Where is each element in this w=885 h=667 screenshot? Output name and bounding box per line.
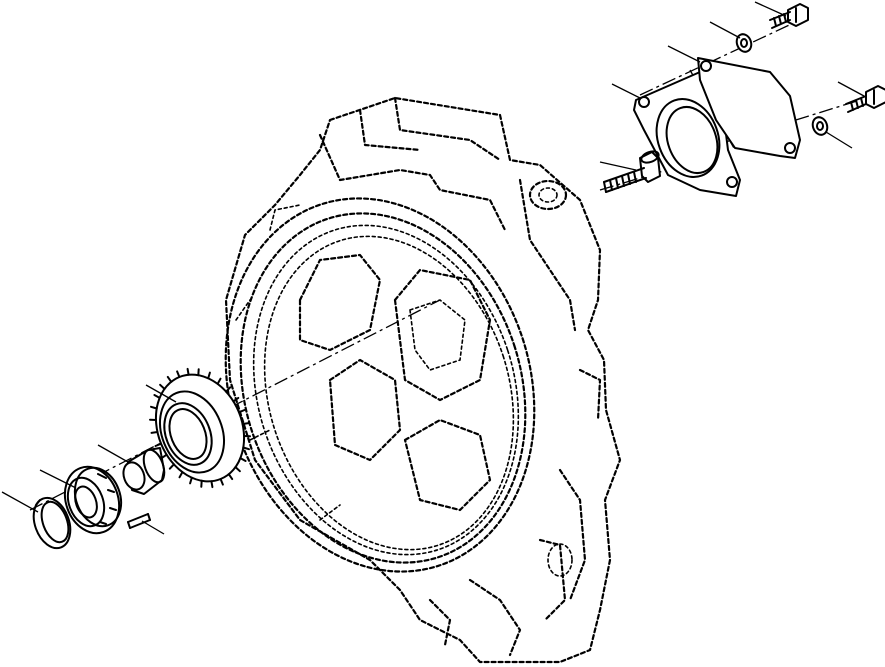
bolt-icon [599,150,661,193]
gear-tooth [150,431,159,434]
gear-tooth [237,409,246,414]
housing [224,96,622,664]
bolt-upper-leader [754,1,787,17]
stud-bolt-leader [599,161,637,171]
gear-tooth [242,446,250,451]
bolt-icon [837,81,885,113]
gasket-leader [611,83,641,99]
gear-tooth [166,375,173,383]
gear-tooth [239,457,247,462]
gear-tooth [225,386,232,393]
washer-icon [811,116,853,149]
gear-tooth [234,466,241,473]
snap-ring-leader [1,491,39,513]
gear-tooth [219,478,224,486]
gear-tooth [210,480,214,489]
gear-tooth [216,377,222,385]
bushing-icon [97,444,166,495]
gear-tooth [159,383,166,390]
upper-bolt-axis [639,19,801,96]
snap-ring-icon [1,491,72,550]
gear-tooth [227,473,234,481]
gear-tooth [232,396,240,403]
bolt-icon [754,1,809,29]
gear-tooth [189,476,193,485]
pin-icon [127,513,165,535]
gear-tooth [241,422,250,425]
washer-icon [709,21,753,53]
gear-tooth [178,471,184,479]
gear-tooth [160,453,168,460]
bushing-leader [97,444,129,463]
gear-leader [145,384,177,403]
gear-tooth [207,371,211,380]
washer-upper-leader [709,21,741,39]
gear-tooth [176,370,181,378]
spur-gear-icon [145,367,251,489]
cover-plate-icon [667,45,801,159]
ball-bearing-icon [39,465,123,535]
gear-tooth [186,367,190,376]
cover-plate-leader [667,45,701,63]
bolt-right-leader [837,81,865,97]
gear-tooth [153,394,161,399]
gear-tooth [150,405,158,410]
gear-tooth [154,442,163,447]
gear-tooth [168,463,175,470]
washer-right-leader [825,131,853,149]
pin-leader [141,520,165,535]
bearing-leader [39,469,77,489]
